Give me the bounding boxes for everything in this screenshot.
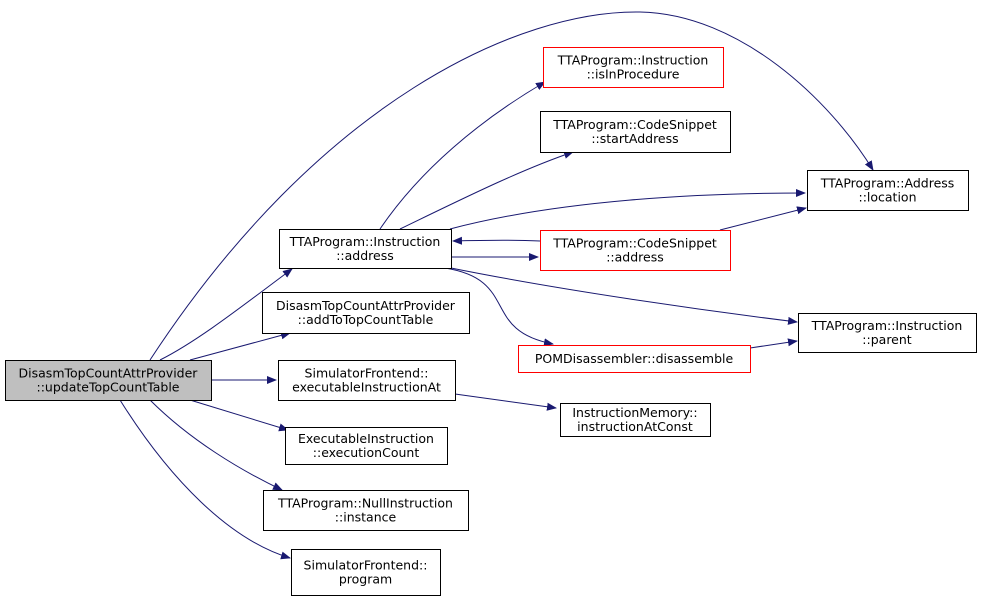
node-label-line: TTAProgram::Instruction [557,53,709,68]
edges-layer [119,11,874,560]
node-label-line: ExecutableInstruction [298,431,434,446]
node-exec-instr-at[interactable]: SimulatorFrontend::executableInstruction… [278,360,456,401]
node-label-line: ::startAddress [591,131,678,146]
node-box [291,549,441,596]
node-label-line: ::location [858,190,916,205]
edge-snippet_addr-to-instr_address [452,236,541,245]
edge-root-to-instr_address [159,268,293,361]
node-exec-count[interactable]: ExecutableInstruction::executionCount [285,427,448,465]
node-label-line: ::address [336,248,394,263]
edge-instr_address-to-pom_disasm [444,267,554,347]
node-label-line: TTAProgram::Instruction [811,318,963,333]
node-instr-mem[interactable]: InstructionMemory::instructionAtConst [560,403,711,437]
node-box [798,313,977,353]
node-box [540,111,731,153]
node-label-line: program [339,572,392,587]
node-box [263,490,469,531]
node-label-line: ::updateTopCountTable [36,380,179,395]
nodes-layer: DisasmTopCountAttrProvider::updateTopCou… [5,47,977,596]
edge-root-to-null_instance [149,399,283,491]
node-instr-address[interactable]: TTAProgram::Instruction::address [279,229,452,269]
node-label-line: SimulatorFrontend:: [305,366,429,381]
node-sim-program[interactable]: SimulatorFrontend::program [291,549,441,596]
node-label-line: DisasmTopCountAttrProvider [19,366,199,381]
node-snippet-addr[interactable]: TTAProgram::CodeSnippet::address [540,230,731,271]
node-label-line: ::addToTopCountTable [298,312,434,327]
node-add-top[interactable]: DisasmTopCountAttrProvider::addToTopCoun… [262,292,470,334]
node-pom-disasm[interactable]: POMDisassembler::disassemble [518,345,751,373]
node-label-line: TTAProgram::Instruction [289,234,441,249]
node-is-in-proc[interactable]: TTAProgram::Instruction::isInProcedure [543,47,724,88]
edge-pom_disasm-to-instr_parent [749,338,798,349]
node-root: DisasmTopCountAttrProvider::updateTopCou… [5,360,212,401]
edge-root-to-exec_count [189,399,289,432]
node-label-line: DisasmTopCountAttrProvider [276,298,456,313]
node-label-line: TTAProgram::Address [820,176,955,191]
edge-instr_address-to-instr_parent [450,267,798,325]
node-label-line: TTAProgram::CodeSnippet [552,236,717,251]
node-label-line: SimulatorFrontend:: [304,558,428,573]
node-box [285,427,448,465]
edge-instr_address-to-is_in_proc [379,81,546,230]
node-label-line: ::instance [335,510,397,525]
node-label-line: ::parent [862,332,911,347]
node-instr-parent[interactable]: TTAProgram::Instruction::parent [798,313,977,353]
edge-snippet_addr-to-addr_location [719,206,807,231]
node-label-line: executableInstructionAt [292,380,441,395]
edge-root-to-sim_program [119,399,291,560]
node-box [5,360,212,401]
node-box [279,229,452,269]
node-box [560,403,711,437]
node-box [518,345,751,373]
node-label-line: TTAProgram::CodeSnippet [552,117,717,132]
node-label-line: TTAProgram::NullInstruction [277,496,453,511]
node-label-line: ::executionCount [313,445,420,460]
node-box [807,170,969,211]
node-label-line: ::isInProcedure [587,67,680,82]
edge-root-to-add_top [189,331,291,361]
node-addr-location[interactable]: TTAProgram::Address::location [807,170,969,211]
edge-instr_address-to-start_addr [399,151,574,230]
edge-instr_address-to-addr_location [449,189,806,230]
node-label-line: instructionAtConst [577,419,693,434]
node-box [278,360,456,401]
node-start-addr[interactable]: TTAProgram::CodeSnippet::startAddress [540,111,731,153]
edge-root-to-addr_location [149,11,874,361]
node-box [543,47,724,88]
edge-exec_instr_at-to-instr_mem [454,393,557,411]
node-label-line: InstructionMemory:: [572,405,697,420]
node-box [540,230,731,271]
node-null-instance[interactable]: TTAProgram::NullInstruction::instance [263,490,469,531]
node-box [262,292,470,334]
node-label-line: ::address [606,250,664,265]
node-label-line: POMDisassembler::disassemble [535,351,734,366]
